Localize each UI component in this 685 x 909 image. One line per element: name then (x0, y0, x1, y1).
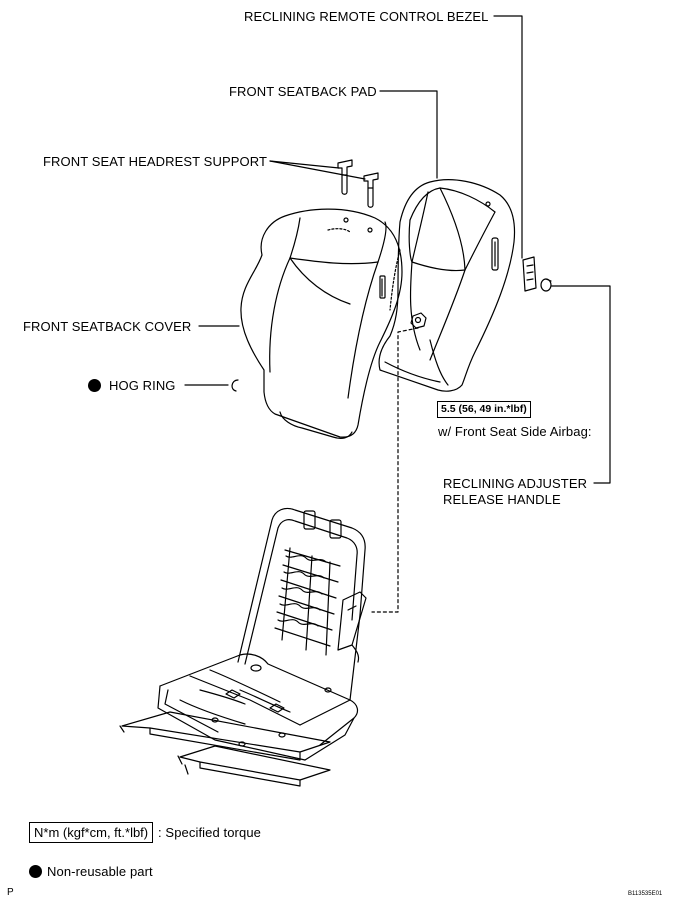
footer-figure-id: B113535E01 (628, 891, 663, 897)
footer-left-mark: P (7, 887, 14, 898)
nonreusable-marker-icon (88, 379, 101, 392)
label-airbag-note: w/ Front Seat Side Airbag: (438, 424, 592, 439)
leader-lines (184, 15, 611, 484)
label-front-seatback-cover: FRONT SEATBACK COVER (23, 319, 192, 334)
label-reclining-adjuster-line1: RECLINING ADJUSTER (443, 476, 588, 491)
front-seat-frame (119, 507, 367, 787)
legend-torque-unit-box: N*m (kgf*cm, ft.*lbf) (29, 822, 154, 843)
headrest-support-left (337, 159, 353, 195)
hog-ring-icon (231, 379, 239, 392)
label-reclining-adjuster-line2: RELEASE HANDLE (443, 492, 561, 507)
front-seatback-cover (240, 208, 403, 439)
reclining-remote-control-bezel (522, 256, 537, 292)
legend-torque-desc: : Specified torque (158, 825, 261, 840)
label-reclining-remote-control-bezel: RECLINING REMOTE CONTROL BEZEL (244, 9, 489, 24)
label-front-seatback-pad: FRONT SEATBACK PAD (229, 84, 377, 99)
label-front-seat-headrest-support: FRONT SEAT HEADREST SUPPORT (43, 154, 267, 169)
legend-nonreusable-text: Non-reusable part (47, 864, 153, 879)
headrest-support-right (363, 172, 379, 208)
torque-spec-box: 5.5 (56, 49 in.*lbf) (437, 401, 531, 418)
airbag-connection-line (371, 327, 419, 613)
reclining-adjuster-release-handle (540, 278, 552, 292)
legend-nonreusable-icon (29, 865, 42, 878)
label-hog-ring: HOG RING (109, 378, 176, 393)
front-seatback-pad (378, 179, 516, 392)
airbag-nut (410, 312, 427, 329)
